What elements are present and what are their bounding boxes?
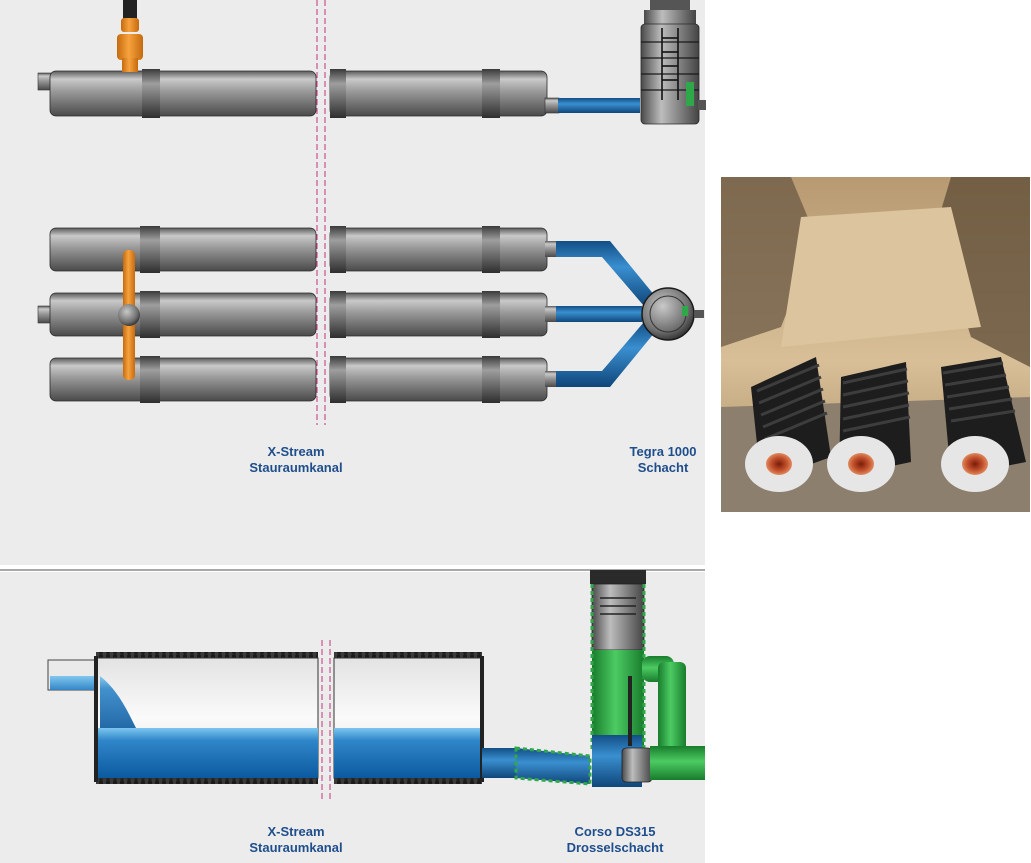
outlet-connector bbox=[558, 98, 640, 113]
caption-top-left-line2: Stauraumkanal bbox=[249, 460, 343, 475]
caption-bottom-right: Corso DS315 Drosselschacht bbox=[545, 824, 685, 856]
x-stream-section-right bbox=[333, 652, 484, 784]
caption-bottom-left: X-Stream Stauraumkanal bbox=[216, 824, 376, 856]
caption-top-left: X-Stream Stauraumkanal bbox=[216, 444, 376, 476]
caption-bottom-right-line1: Corso DS315 bbox=[574, 824, 656, 839]
caption-top-right-line1: Tegra 1000 bbox=[629, 444, 697, 459]
pipe-end-middle bbox=[827, 362, 911, 492]
single-line-channel bbox=[37, 69, 560, 118]
caption-top-left-line1: X-Stream bbox=[267, 444, 325, 459]
pipe-end-right bbox=[941, 357, 1026, 492]
manifold-connectors bbox=[556, 241, 655, 387]
break-line-top bbox=[316, 0, 326, 425]
installation-photo bbox=[721, 177, 1030, 512]
caption-top-right: Tegra 1000 Schacht bbox=[611, 444, 715, 476]
tegra-manhole-plan bbox=[641, 287, 704, 341]
corso-throttle-shaft bbox=[590, 570, 705, 787]
cross-connection-valve bbox=[118, 250, 140, 380]
caption-bottom-right-line2: Drosselschacht bbox=[566, 840, 664, 855]
outlet-pipe-to-throttle bbox=[482, 746, 592, 786]
caption-bottom-left-line2: Stauraumkanal bbox=[249, 840, 343, 855]
caption-top-right-line2: Schacht bbox=[637, 460, 689, 475]
triple-line-channels bbox=[37, 226, 557, 403]
vent-valve bbox=[117, 0, 143, 72]
x-stream-section-left bbox=[94, 652, 319, 784]
caption-bottom-left-line1: X-Stream bbox=[267, 824, 325, 839]
tegra-shaft-single bbox=[640, 0, 706, 125]
pipe-end-left bbox=[745, 357, 831, 492]
